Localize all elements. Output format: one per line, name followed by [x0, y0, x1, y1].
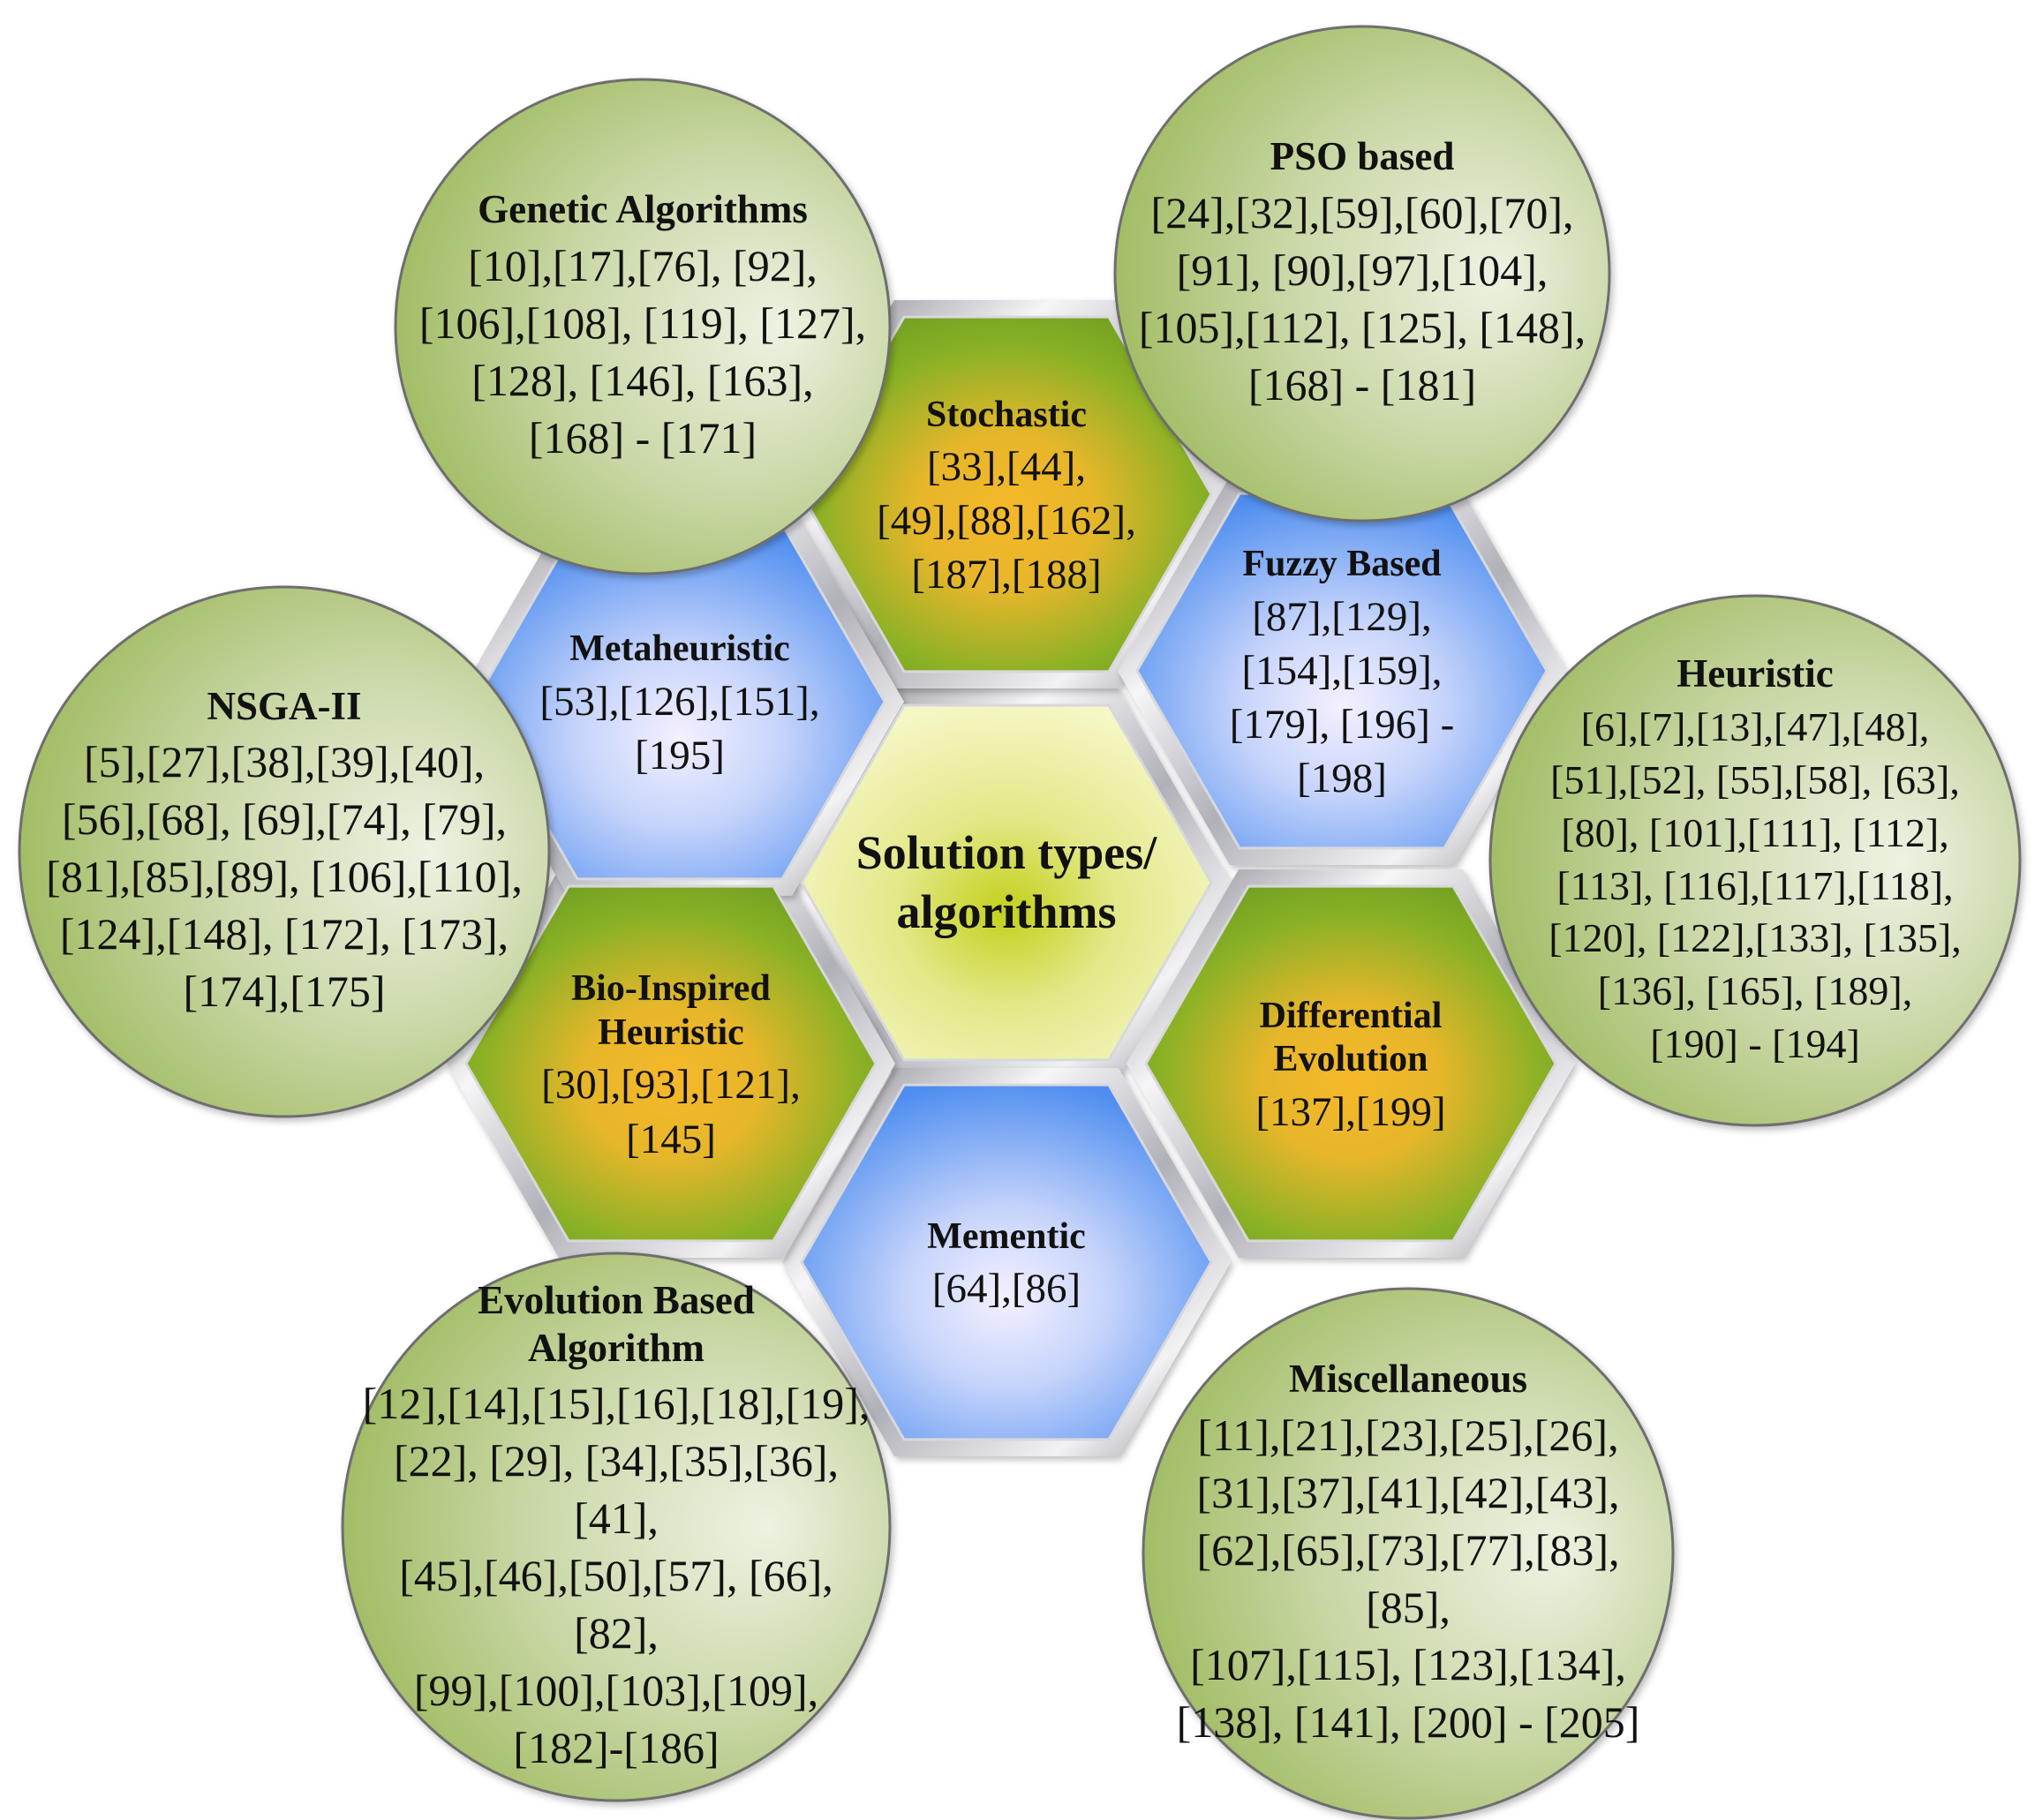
center-hexagon-shape: [800, 703, 1213, 1062]
hexagon-mementic-label-refs: [64],[86]: [931, 1266, 1081, 1312]
hexagon-mementic-shape: [800, 1083, 1213, 1441]
circle-evolution-label-refs: [12],[14],[15],[16],[18],[19], [22], [29…: [362, 1378, 870, 1772]
hexagon-stochastic-label-refs: [33],[44], [49],[88],[162], [187],[188]: [877, 444, 1136, 598]
circle-pso-label: PSO based [24],[32],[59],[60],[70], [91],…: [1133, 44, 1592, 503]
hexagon-differential-label-title: Differential Evolution: [1259, 995, 1443, 1080]
circle-evolution-label: Evolution Based Algorithm[12],[14],[15],…: [360, 1271, 872, 1783]
hexagon-bio-label: Bio-Inspired Heuristic [30],[93],[121], […: [512, 921, 830, 1213]
center-hexagon-label: Solution types/ algorithms: [839, 768, 1174, 997]
hexagon-bio-label-title: Bio-Inspired Heuristic: [571, 968, 771, 1053]
circle-misc-label: Miscellaneous [11],[21],[23],[25],[26], […: [1161, 1306, 1655, 1801]
hexagon-bio-shape: [464, 884, 878, 1243]
circle-nsga-label-title: NSGA-II: [207, 683, 362, 728]
circle-genetic: [394, 78, 892, 575]
circle-heuristic: [1488, 594, 2022, 1127]
hexagon-mementic-label-title: Mementic: [927, 1215, 1086, 1257]
circle-nsga-label: NSGA-II [5],[27],[38],[39],[40], [56],[68…: [37, 605, 531, 1099]
circle-genetic-label: Genetic Algorithms [10],[17],[76], [92], …: [413, 97, 872, 556]
hexagon-metaheuristic-label: Metaheuristic [53],[126],[151], [195]: [521, 560, 839, 851]
hexagon-stochastic-label-title: Stochastic: [926, 394, 1087, 435]
circle-genetic-label-title: Genetic Algorithms: [478, 187, 808, 232]
hexagon-metaheuristic-label-refs: [53],[126],[151], [195]: [539, 678, 820, 778]
circle-heuristic-label-refs: [6],[7],[13],[47],[48], [51],[52], [55],…: [1548, 704, 1962, 1067]
hexagon-mementic-label: Mementic [64],[86]: [848, 1120, 1165, 1411]
circle-evolution-label-title: Evolution Based Algorithm: [478, 1278, 755, 1370]
circle-heuristic-label: Heuristic [6],[7],[13],[47],[48], [51],[5…: [1508, 613, 2002, 1108]
hexagon-differential-label-refs: [137],[199]: [1255, 1089, 1446, 1135]
circle-heuristic-label-title: Heuristic: [1677, 651, 1834, 696]
circle-misc-label-title: Miscellaneous: [1289, 1357, 1527, 1402]
circle-pso: [1113, 25, 1611, 523]
circle-nsga: [18, 585, 551, 1118]
hexagon-differential-shape: [1144, 884, 1557, 1243]
hexagon-bio-label-refs: [30],[93],[121], [145]: [541, 1062, 801, 1162]
circle-pso-label-refs: [24],[32],[59],[60],[70], [91], [90],[97…: [1138, 187, 1586, 410]
hexagon-differential-label: Differential Evolution [137],[199]: [1192, 921, 1510, 1213]
circle-pso-label-title: PSO based: [1270, 134, 1455, 179]
hexagon-fuzzy-label-title: Fuzzy Based: [1242, 544, 1442, 585]
center-hexagon-label-title: Solution types/ algorithms: [855, 825, 1157, 939]
hexagon-fuzzy-label: Fuzzy Based [87],[129], [154],[159], [179…: [1183, 529, 1501, 820]
circle-nsga-label-refs: [5],[27],[38],[39],[40], [56],[68], [69]…: [46, 737, 523, 1017]
hexagon-stochastic-label: Stochastic [33],[44], [49],[88],[162], [1…: [848, 352, 1165, 643]
circle-evolution: [341, 1252, 892, 1802]
circle-misc-label-refs: [11],[21],[23],[25],[26], [31],[37],[41]…: [1176, 1410, 1640, 1747]
circle-genetic-label-refs: [10],[17],[76], [92], [106],[108], [119]…: [418, 240, 867, 463]
circle-misc: [1142, 1287, 1675, 1820]
hexagon-fuzzy-label-refs: [87],[129], [154],[159], [179], [196] - …: [1229, 593, 1455, 801]
hexagon-metaheuristic-label-title: Metaheuristic: [569, 628, 790, 670]
